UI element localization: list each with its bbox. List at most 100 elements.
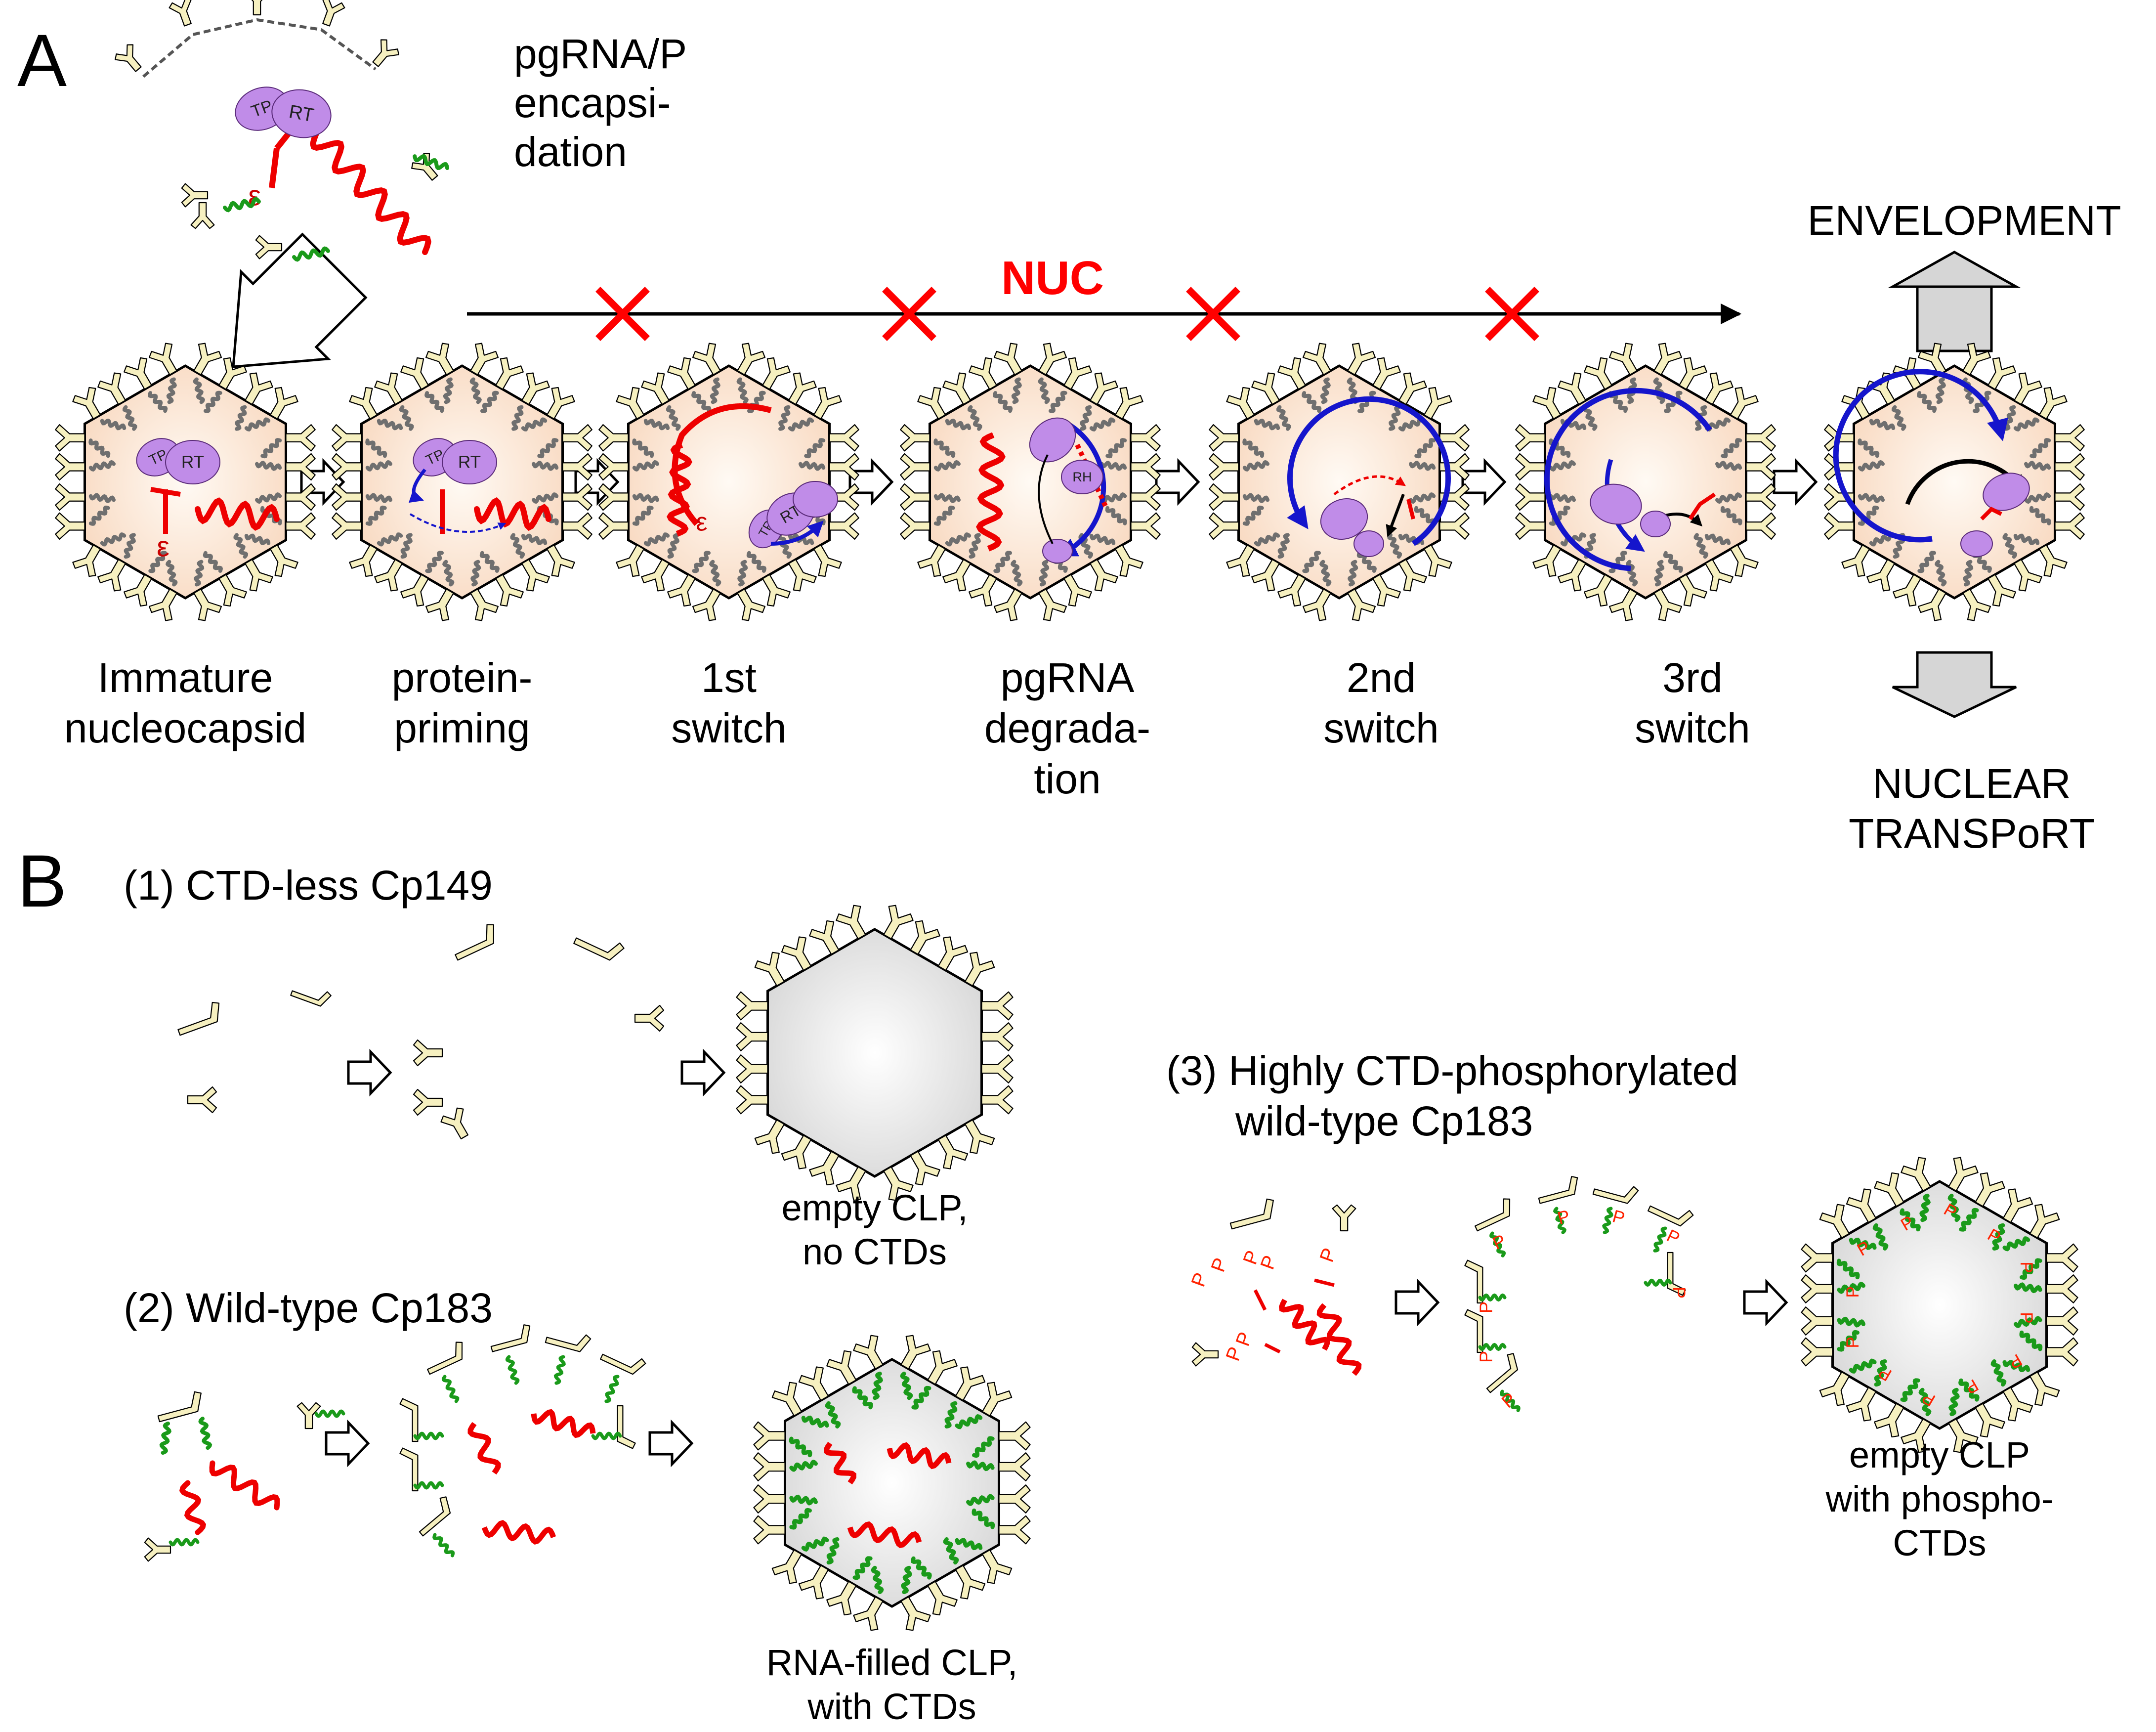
capsomer <box>964 952 995 987</box>
ctd-tail <box>1089 417 1116 432</box>
capsomer <box>372 39 399 67</box>
capsomer <box>900 1335 931 1370</box>
ctd-tail <box>413 1481 444 1490</box>
capsomer <box>754 952 785 987</box>
capsomer <box>1372 574 1401 607</box>
minus-strand-arrow <box>1544 388 1712 571</box>
row3-arrow-1 <box>1395 1278 1440 1327</box>
ctd-tail <box>1959 1208 1979 1232</box>
epsilon-label: ε <box>157 530 169 563</box>
row1-arrow-1 <box>347 1048 392 1097</box>
ctd-tail <box>1869 532 1896 547</box>
protein-label: RT <box>287 101 315 126</box>
ctd-tail <box>945 418 972 431</box>
capsid-step-6 <box>1515 343 1776 621</box>
encapsidation-label: pgRNA/P encapsi- dation <box>514 30 687 176</box>
capsomer <box>1987 574 2016 607</box>
capsomer <box>955 1564 986 1600</box>
capsomer <box>762 574 791 607</box>
panel-a-letter: A <box>17 19 67 102</box>
capsomer <box>521 559 550 592</box>
capsomer <box>1558 559 1586 592</box>
step-immature-line-2: nucleocapsid <box>64 705 307 752</box>
ctd-tail <box>1872 1223 1889 1251</box>
repulsion-arrow <box>1253 1289 1267 1311</box>
capsomer <box>900 1596 931 1631</box>
capsomer <box>562 483 592 511</box>
capsomer <box>1846 1188 1877 1223</box>
capsomer <box>72 544 101 577</box>
capsomer <box>1975 1403 2005 1438</box>
cp149-dimer <box>634 1004 665 1032</box>
ctd-tail <box>911 1556 932 1580</box>
ctd-tail <box>169 1538 200 1547</box>
phospho-dimer <box>1191 1342 1219 1367</box>
cp149-dimer <box>413 1088 443 1116</box>
ctd-tail <box>377 532 403 547</box>
capsomer <box>2054 483 2085 511</box>
capsomer <box>285 512 316 540</box>
step-immature-line-1: Immature <box>97 654 273 701</box>
ctd-tail <box>911 1386 931 1410</box>
ctd-tail <box>537 438 559 459</box>
phospho-mark: P <box>1669 1287 1689 1299</box>
capsomer <box>1532 544 1562 577</box>
capsomer <box>1209 483 1239 511</box>
cp183-dimer <box>399 1398 419 1442</box>
rna-primer <box>1980 507 2002 520</box>
ctd-tail <box>1048 390 1067 413</box>
ctd-tail <box>872 1371 884 1400</box>
ctd-tail <box>933 505 955 526</box>
primer-transfer <box>1333 475 1406 496</box>
ctd-tail <box>2002 1236 2030 1252</box>
capsomer <box>771 1382 803 1417</box>
capsomer <box>1874 1172 1904 1207</box>
capsomer <box>1745 453 1776 481</box>
capsomer <box>181 183 209 208</box>
ctd-tail <box>801 1536 829 1552</box>
capsomer <box>285 453 316 481</box>
ctd-tail <box>1302 551 1321 573</box>
ctd-tail <box>399 405 414 431</box>
ctd-tail <box>198 1417 212 1450</box>
ctd-tail <box>1389 405 1401 431</box>
protein-label: RT <box>458 452 481 472</box>
capsomer <box>2046 1274 2078 1303</box>
ctd-tail <box>88 505 110 526</box>
capsid-step-7 <box>1824 343 2085 621</box>
step-first-switch-line-2: switch <box>671 705 787 752</box>
ctd-tail <box>1919 1193 1931 1222</box>
ctd-tail <box>1626 560 1638 587</box>
capsomer <box>998 1452 1031 1481</box>
ctd-tail <box>1553 1207 1566 1234</box>
repulsion-arrow <box>1264 1342 1281 1354</box>
capsomer <box>937 1134 969 1169</box>
capsomer <box>1209 512 1239 540</box>
capsid-step-5 <box>1209 343 1470 621</box>
ctd-tail <box>1105 438 1127 459</box>
ctd-tail <box>1277 533 1290 559</box>
priming-arrow <box>408 468 426 503</box>
capsomer <box>809 920 840 955</box>
nuclear-transport-line-2: TRANSPoRT <box>1849 810 2095 857</box>
ctd-tail <box>223 197 261 213</box>
ctd-tail <box>632 438 654 458</box>
capsomer <box>736 1085 768 1115</box>
row2-arrow-2 <box>648 1419 694 1468</box>
row2-components <box>144 1391 345 1562</box>
phospho-mark: P <box>2017 1261 2036 1273</box>
ctd-tail <box>1663 390 1683 413</box>
phospho-dimer <box>1647 1205 1694 1227</box>
ctd-tail <box>314 1409 345 1418</box>
capsomer <box>1801 1337 1833 1367</box>
ctd-tail <box>789 1460 818 1472</box>
down-arrow <box>1892 651 2017 718</box>
capsomer <box>942 372 971 405</box>
capsomer <box>1705 559 1733 592</box>
repulsion-arrow <box>1314 1278 1335 1287</box>
ctd-tail <box>413 1431 444 1440</box>
capsomer <box>1679 357 1707 390</box>
capsomer <box>148 588 177 621</box>
capsomer <box>692 343 721 376</box>
